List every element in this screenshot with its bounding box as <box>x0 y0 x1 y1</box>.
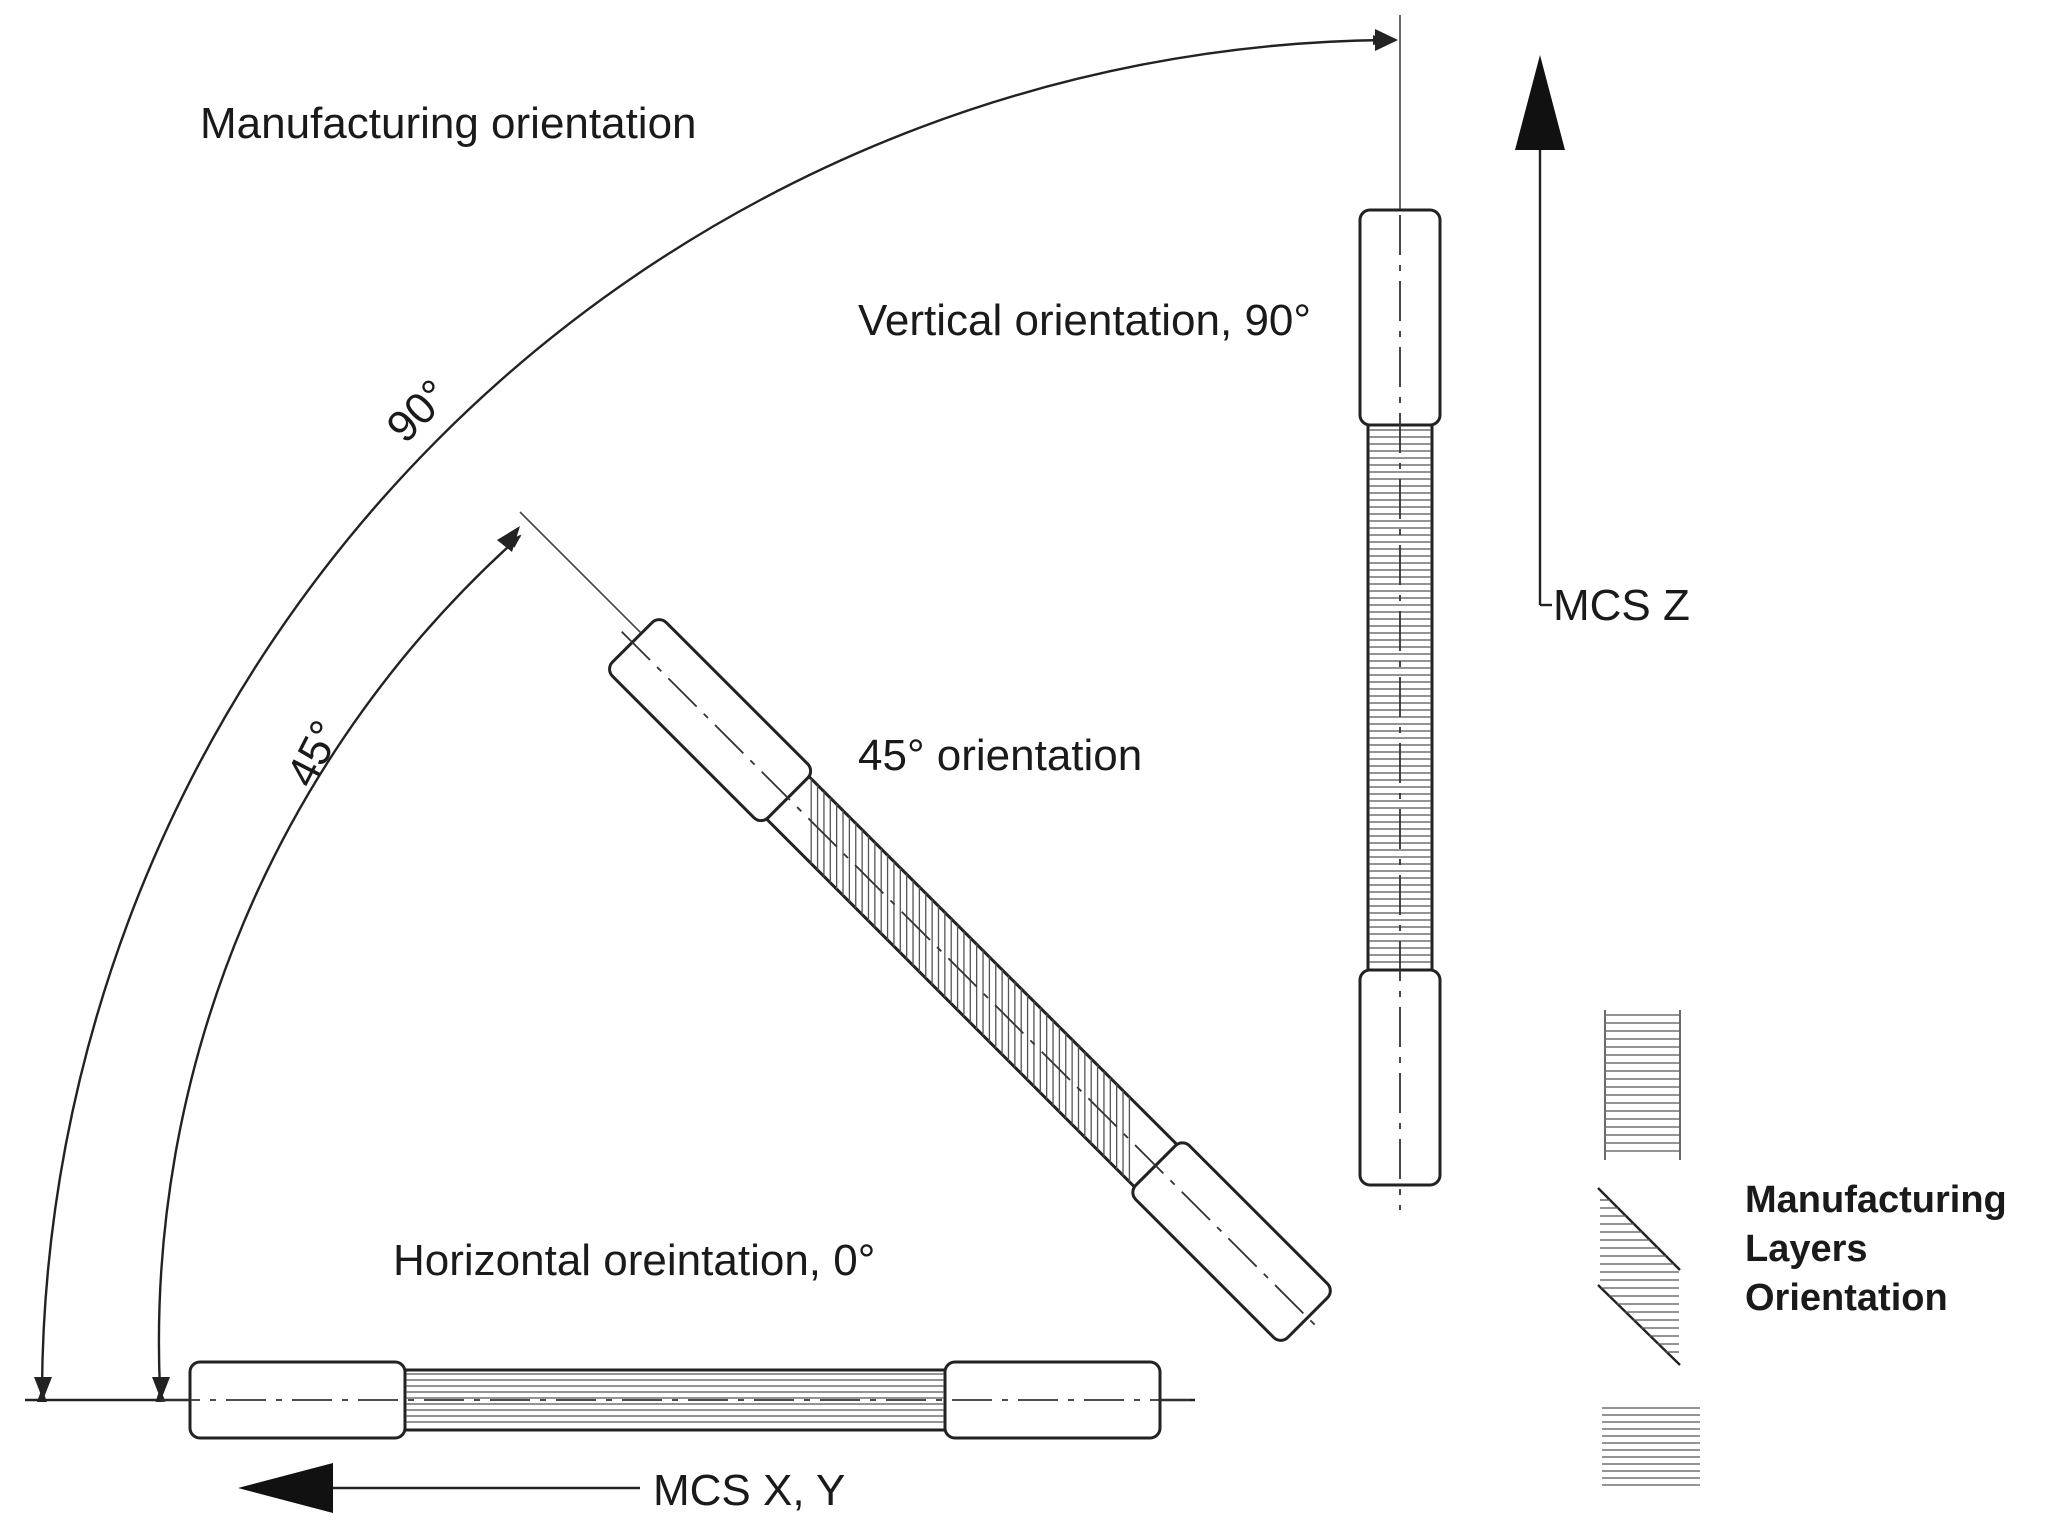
layer-line <box>931 899 933 985</box>
legend-line-3: Orientation <box>1745 1277 1948 1319</box>
mcs-z-label: MCS Z <box>1553 581 1690 630</box>
layer-line <box>1026 995 1029 1081</box>
horizontal-orientation-label: Horizontal oreintation, 0° <box>393 1236 875 1285</box>
arc-45-arrowhead-top <box>497 526 520 552</box>
angle-45-label: 45° <box>277 713 351 795</box>
legend-line-2: Layers <box>1745 1228 1868 1270</box>
arc-90-arrowhead-top <box>1375 29 1398 51</box>
vertical-specimen <box>1358 208 1442 1210</box>
legend-horizontal-layers-icon <box>1602 1407 1700 1486</box>
layer-line <box>982 950 984 1036</box>
mcs-z-arrow <box>1515 55 1565 607</box>
arc-45-dimension <box>155 534 522 1403</box>
layer-line <box>1039 1007 1041 1093</box>
vertical-orientation-label: Vertical orientation, 90° <box>858 296 1311 345</box>
title-label: Manufacturing orientation <box>200 99 697 148</box>
diagonal-orientation-label: 45° orientation <box>858 731 1142 780</box>
arc-90-arrowhead-bottom <box>34 1377 52 1400</box>
arc-90-dimension <box>36 35 1387 1403</box>
arc-45-arrowhead-bottom <box>152 1377 170 1400</box>
layer-line <box>988 956 991 1042</box>
layer-line <box>1071 1039 1073 1125</box>
layer-line <box>944 912 946 998</box>
diagonal-specimen <box>608 618 1332 1342</box>
layer-line <box>1084 1052 1086 1138</box>
layer-line <box>842 810 844 896</box>
layer-line <box>899 867 901 953</box>
angle-90-label: 90° <box>377 370 459 452</box>
legend-vertical-layers-icon <box>1604 1010 1681 1160</box>
horizontal-specimen <box>160 1360 1190 1440</box>
layer-line <box>886 855 889 940</box>
layer-line <box>1122 1090 1124 1176</box>
mcs-xy-label: MCS X, Y <box>653 1466 845 1515</box>
mcs-xy-arrow <box>238 1463 640 1513</box>
layer-line <box>848 816 851 902</box>
legend-line-1: Manufacturing <box>1745 1179 2007 1221</box>
layer-line <box>1128 1096 1131 1182</box>
legend-diagonal-layers-icon <box>1597 1187 1681 1366</box>
